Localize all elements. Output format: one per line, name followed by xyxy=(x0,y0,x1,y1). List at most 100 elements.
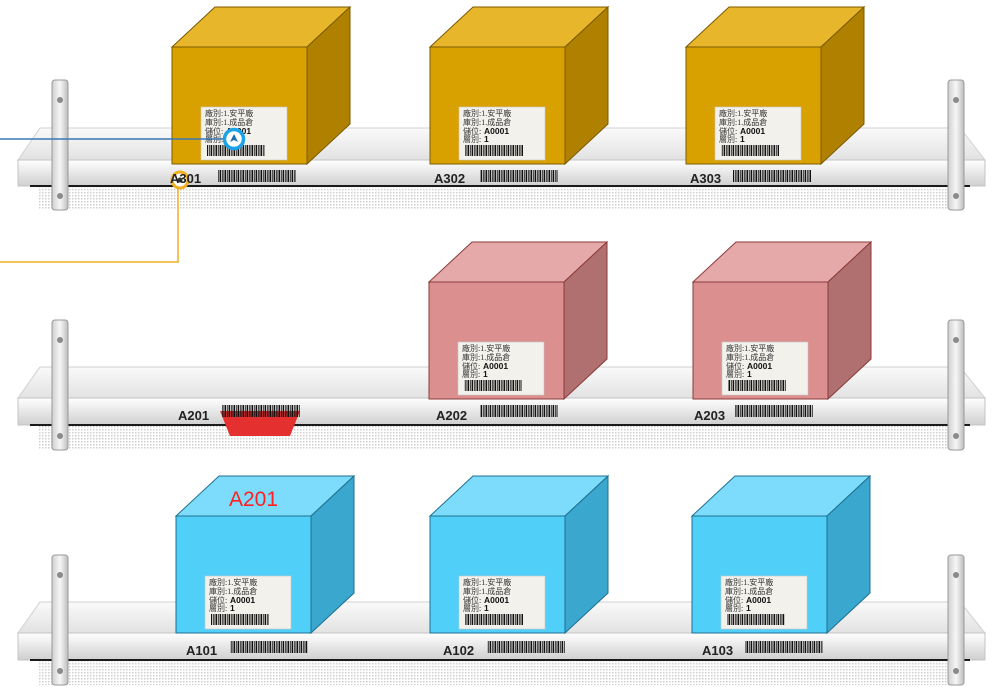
carton-barcode xyxy=(207,145,265,156)
carton-label-warehouse: 庫別:1.成品倉 xyxy=(726,352,774,362)
carton-barcode xyxy=(464,380,522,391)
carton-label-layer: 層別: xyxy=(726,370,744,379)
carton-barcode xyxy=(721,145,779,156)
carton-label-warehouse: 庫別:1.成品倉 xyxy=(209,586,257,596)
slot-label-a102: A102 xyxy=(443,643,475,658)
carton-label-location-value: A0001 xyxy=(484,126,509,136)
carton-label-location-value: A0001 xyxy=(484,595,509,605)
barcode-strip xyxy=(222,405,300,417)
carton-label-layer-value: 1 xyxy=(746,603,751,613)
barcode-strip xyxy=(230,641,308,653)
cartons: 廠別:1.安平廠庫別:1.成品倉儲位:A0001層別:1廠別:1.安平廠庫別:1… xyxy=(170,5,873,635)
bracket-screw-icon xyxy=(953,337,959,343)
carton-label-warehouse: 庫別:1.成品倉 xyxy=(719,117,767,127)
barcode-strip xyxy=(735,405,813,417)
carton-label-layer-value: 1 xyxy=(740,134,745,144)
carton-label-location-value: A0001 xyxy=(746,595,771,605)
pin-icon[interactable] xyxy=(222,127,246,151)
slot-label-a302: A302 xyxy=(434,171,466,186)
carton-label-layer-value: 1 xyxy=(484,134,489,144)
bracket-screw-icon xyxy=(953,97,959,103)
shelf-shadow xyxy=(38,661,958,685)
slot-label-a201: A201 xyxy=(178,408,210,423)
left-bracket xyxy=(51,79,69,211)
carton-label-layer-value: 1 xyxy=(747,369,752,379)
slot-label-a303: A303 xyxy=(690,171,722,186)
barcode-strip xyxy=(480,170,558,182)
carton-label-location: 儲位: xyxy=(719,126,737,136)
carton-label-factory: 廠別:1.安平廠 xyxy=(463,577,511,587)
bracket-screw-icon xyxy=(57,193,63,199)
left-bracket xyxy=(51,319,69,451)
carton-label-location: 儲位: xyxy=(725,595,743,605)
target-icon[interactable] xyxy=(170,170,190,190)
carton-barcode xyxy=(728,380,786,391)
carton-label-location: 儲位: xyxy=(463,126,481,136)
carton-barcode xyxy=(211,614,269,625)
barcode-strip xyxy=(487,641,565,653)
carton-barcode xyxy=(465,145,523,156)
carton-label-layer: 層別: xyxy=(209,604,227,613)
carton-label-factory: 廠別:1.安平廠 xyxy=(462,343,510,353)
carton-label-layer: 層別: xyxy=(719,135,737,144)
bracket-screw-icon xyxy=(953,668,959,674)
carton-label-location: 儲位: xyxy=(463,595,481,605)
right-bracket xyxy=(947,79,965,211)
carton-label-location: 儲位: xyxy=(462,361,480,371)
carton-label-factory: 廠別:1.安平廠 xyxy=(205,108,253,118)
highlighted-slot-marker[interactable] xyxy=(220,411,300,436)
barcode-strip xyxy=(733,170,811,182)
carton-label-layer: 層別: xyxy=(725,604,743,613)
carton-label-layer-value: 1 xyxy=(483,369,488,379)
bracket-screw-icon xyxy=(57,433,63,439)
orange-connector-line xyxy=(0,182,179,263)
carton-label-location: 儲位: xyxy=(726,361,744,371)
carton-label-location-value: A0001 xyxy=(747,361,772,371)
carton-label-factory: 廠別:1.安平廠 xyxy=(725,577,773,587)
bracket-screw-icon xyxy=(953,572,959,578)
carton-label-warehouse: 庫別:1.成品倉 xyxy=(463,117,511,127)
barcode-strip xyxy=(218,170,296,182)
carton-label-layer: 層別: xyxy=(463,135,481,144)
carton-label-layer-value: 1 xyxy=(230,603,235,613)
carton-label-layer: 層別: xyxy=(462,370,480,379)
carton-label-warehouse: 庫別:1.成品倉 xyxy=(205,117,253,127)
carton-label-location: 儲位: xyxy=(209,595,227,605)
carton-label-warehouse: 庫別:1.成品倉 xyxy=(463,586,511,596)
carton-label-location: 儲位: xyxy=(205,126,223,136)
carton-label-layer: 層別: xyxy=(463,604,481,613)
right-bracket xyxy=(947,554,965,686)
bracket-screw-icon xyxy=(57,572,63,578)
carton-label-factory: 廠別:1.安平廠 xyxy=(463,108,511,118)
slot-label-a101: A101 xyxy=(186,643,218,658)
bracket-screw-icon xyxy=(953,433,959,439)
left-bracket xyxy=(51,554,69,686)
bracket-screw-icon xyxy=(953,193,959,199)
carton-label-factory: 廠別:1.安平廠 xyxy=(209,577,257,587)
carton-label-location-value: A0001 xyxy=(483,361,508,371)
carton-label-warehouse: 庫別:1.成品倉 xyxy=(725,586,773,596)
carton-label-factory: 廠別:1.安平廠 xyxy=(726,343,774,353)
slot-label-a301: A301 xyxy=(170,171,202,186)
connector-lines xyxy=(0,138,232,263)
bracket-screw-icon xyxy=(57,97,63,103)
bracket-screw-icon xyxy=(57,337,63,343)
bracket-screw-icon xyxy=(57,668,63,674)
shelf-shadow xyxy=(38,426,958,450)
carton-label-warehouse: 庫別:1.成品倉 xyxy=(462,352,510,362)
carton-barcode xyxy=(465,614,523,625)
barcode-strip xyxy=(480,405,558,417)
box-location-tag: A201 xyxy=(229,488,279,511)
carton-label-layer-value: 1 xyxy=(484,603,489,613)
carton-label-factory: 廠別:1.安平廠 xyxy=(719,108,767,118)
barcode-strip xyxy=(745,641,823,653)
